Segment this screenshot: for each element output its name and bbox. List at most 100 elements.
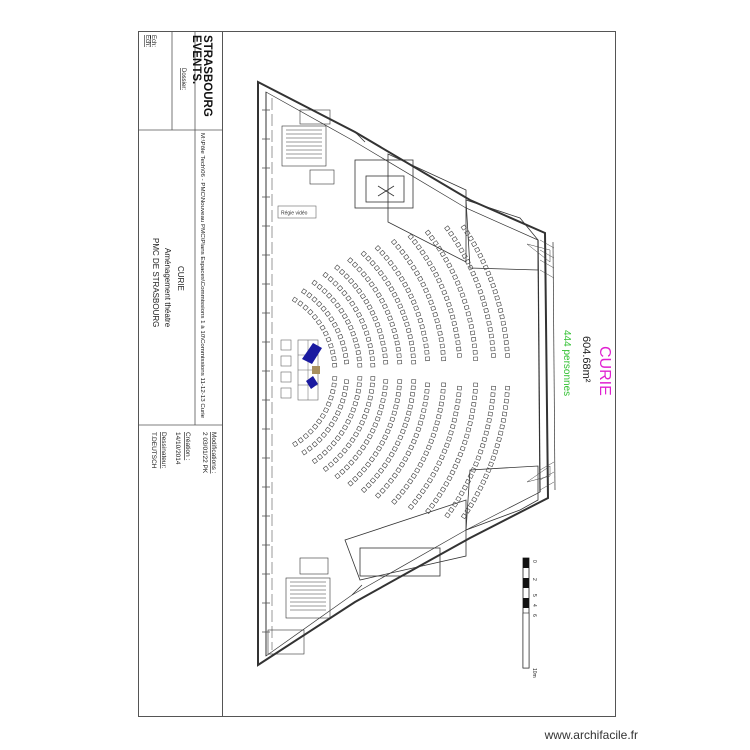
seat <box>355 388 361 394</box>
seat <box>451 501 458 508</box>
seat <box>397 303 404 310</box>
seat <box>471 336 477 342</box>
seat <box>356 425 363 432</box>
seat <box>366 304 373 311</box>
seat <box>360 271 367 278</box>
seat <box>471 401 477 407</box>
seat <box>352 454 359 461</box>
seat <box>444 225 451 232</box>
seat <box>326 444 333 452</box>
seat <box>456 346 462 352</box>
side-rooms <box>344 131 539 596</box>
seat <box>387 477 395 484</box>
seat <box>354 343 360 349</box>
seat <box>420 456 427 463</box>
stage-box <box>280 387 292 399</box>
seat <box>395 270 402 277</box>
seat <box>410 472 417 479</box>
seat <box>297 437 304 444</box>
seat <box>337 333 344 340</box>
scale-tick-label: 6 <box>531 614 537 617</box>
seat <box>393 334 399 340</box>
seat <box>473 356 479 362</box>
seat <box>449 268 456 275</box>
seat <box>455 398 461 404</box>
brand-line-2: EVENTS. <box>190 35 202 84</box>
seat <box>369 356 375 362</box>
seat <box>413 305 420 311</box>
seat <box>402 456 409 462</box>
seat <box>449 314 456 320</box>
seat <box>368 388 375 394</box>
seat <box>393 404 399 410</box>
seat <box>503 398 509 404</box>
seat <box>405 327 412 334</box>
brand-logo-2: EVENTS. <box>190 35 202 84</box>
seat <box>492 449 499 455</box>
seat <box>331 321 338 328</box>
stairs-bottom <box>267 557 331 655</box>
seat <box>360 250 367 257</box>
seat <box>464 478 471 485</box>
seat <box>433 465 440 472</box>
seat <box>322 465 329 472</box>
seat <box>331 356 337 362</box>
seat <box>381 303 388 310</box>
seat <box>360 486 368 493</box>
seat <box>467 420 473 427</box>
seat <box>453 411 459 417</box>
seat <box>397 359 403 365</box>
dossier-label: Dossier: <box>180 68 186 90</box>
seat <box>410 353 416 359</box>
seat <box>424 388 430 394</box>
seat <box>449 469 456 476</box>
seat <box>452 463 459 470</box>
room-capacity-group: 444 personnes <box>561 330 572 396</box>
seat <box>391 472 398 479</box>
seat <box>411 379 417 384</box>
seat <box>370 362 376 368</box>
seat <box>405 410 412 416</box>
seat <box>324 310 331 317</box>
seat <box>452 327 459 333</box>
seat <box>343 464 351 471</box>
seat <box>490 346 496 352</box>
seat <box>356 382 362 388</box>
seat <box>472 276 479 283</box>
title-subtitle: Aménagement théatre <box>163 248 172 328</box>
seat <box>458 490 465 497</box>
seat <box>391 327 397 334</box>
seat <box>487 276 494 283</box>
seat <box>387 315 393 321</box>
seat <box>361 413 368 420</box>
seat <box>334 410 341 416</box>
seat <box>345 295 352 302</box>
seat <box>496 436 502 443</box>
seat <box>394 440 401 447</box>
seat <box>459 445 466 452</box>
seat <box>423 450 430 457</box>
seat <box>357 363 363 368</box>
seat <box>487 327 493 333</box>
corner-hatching <box>526 239 555 491</box>
seat <box>319 324 326 331</box>
seat <box>438 401 444 407</box>
seat <box>443 480 450 487</box>
seat <box>415 244 422 251</box>
seat <box>423 395 429 401</box>
seat <box>463 304 470 311</box>
seat <box>408 398 415 404</box>
seat <box>405 450 412 457</box>
seat <box>449 423 456 430</box>
seat <box>343 273 350 280</box>
seat <box>441 356 447 362</box>
seat <box>470 467 477 473</box>
seat <box>415 493 423 500</box>
seat <box>419 414 426 420</box>
seat <box>422 336 428 342</box>
seat <box>332 376 338 381</box>
seat <box>410 264 417 271</box>
room-capacity: 444 personnes <box>561 330 572 396</box>
seat <box>375 445 383 452</box>
seat <box>486 417 492 423</box>
